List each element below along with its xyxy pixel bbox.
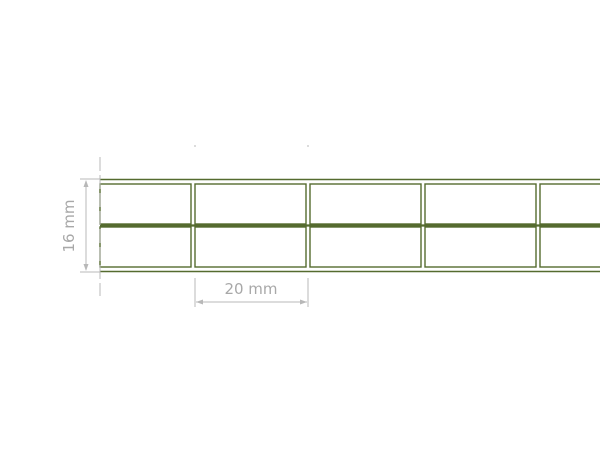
cell-5-bottom	[539, 226, 600, 268]
cell-4-top	[424, 183, 537, 225]
pitch-label: 20 mm	[224, 280, 277, 298]
cell-3-top	[309, 183, 422, 225]
height-label: 16 mm	[60, 199, 78, 252]
cell-2-bottom	[194, 226, 307, 268]
dimension-lines	[80, 145, 309, 307]
cell-4-bottom	[424, 226, 537, 268]
sheet-profile	[99, 178, 600, 273]
cell-2-top	[194, 183, 307, 225]
cell-5-top	[539, 183, 600, 225]
cell-1-bottom	[99, 226, 192, 268]
cell-3-bottom	[309, 226, 422, 268]
cell-1-top	[99, 183, 192, 225]
